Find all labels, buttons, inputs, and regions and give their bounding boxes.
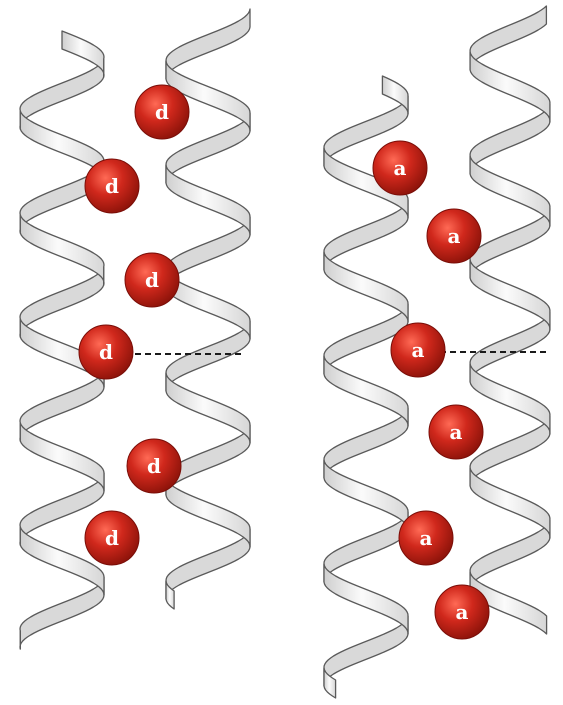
residue-label: a (450, 420, 463, 444)
ribbon-back-segment (20, 59, 104, 129)
ribbon-front-segment (166, 165, 250, 235)
ribbon-back-segment (166, 321, 250, 391)
ribbon-front-segment (324, 356, 408, 426)
ribbon-back-segment (166, 529, 250, 599)
ribbon-front-segment (20, 423, 104, 491)
residue-label: a (394, 156, 407, 180)
ribbon-front-segment (470, 52, 550, 122)
residue-label: d (155, 100, 169, 124)
ribbon-front-segment (166, 373, 250, 443)
ribbon-front-segment (324, 564, 408, 634)
residue-label: d (105, 174, 119, 198)
ribbon-back-segment (324, 616, 408, 686)
ribbon-back-segment (324, 200, 408, 270)
ribbon-back-segment (166, 9, 250, 79)
residue-label: d (147, 454, 161, 478)
helix-right-2 (470, 6, 550, 634)
residue-label: d (99, 340, 113, 364)
ribbon-front-segment (470, 156, 550, 226)
residue-label: d (105, 526, 119, 550)
ribbon-front-segment (470, 468, 550, 538)
ribbon-back-segment (470, 104, 550, 174)
ribbon-back-segment (20, 267, 104, 337)
residue-label: a (456, 600, 469, 624)
ribbon-front-segment (324, 252, 408, 322)
ribbon-front-segment (166, 477, 250, 547)
ribbon-back-segment (470, 208, 550, 278)
ribbon-front-segment (324, 460, 408, 530)
ribbon-back-segment (324, 408, 408, 478)
ribbon-back-segment (470, 520, 550, 590)
residue-label: d (145, 268, 159, 292)
ribbon-back-segment (324, 512, 408, 582)
a-position-panel: a a a a a a (324, 6, 550, 698)
ribbon-back-segment (20, 577, 104, 649)
residue-label: a (448, 224, 461, 248)
residue-label: a (412, 338, 425, 362)
d-position-panel: d d d d d d (20, 9, 250, 649)
ribbon-back-segment (20, 369, 104, 441)
ribbon-back-segment (470, 6, 546, 70)
ribbon-front-segment (20, 215, 104, 285)
ribbon-front-segment (470, 260, 550, 330)
ribbon-back-segment (470, 312, 550, 382)
residue-label: a (420, 526, 433, 550)
